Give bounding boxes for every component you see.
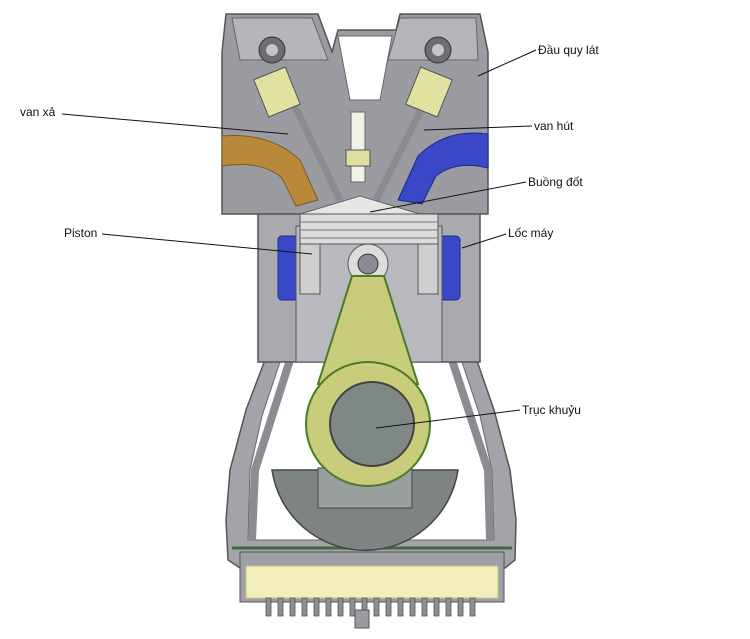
label-cylinder-head: Đầu quy lát <box>538 43 599 57</box>
annotations: Đầu quy lát van xả van hút Buồng đốt Pis… <box>20 43 599 429</box>
exhaust-valve-spring <box>253 66 301 118</box>
sump-fin <box>301 597 308 617</box>
oil-sump <box>239 551 505 629</box>
sump-fin <box>325 597 332 617</box>
sump-fin <box>265 597 272 617</box>
label-intake-valve: van hút <box>534 119 574 133</box>
drain-plug <box>354 609 370 629</box>
piston-skirt-right <box>417 243 439 295</box>
sump-fin <box>277 597 284 617</box>
label-engine-block: Lốc máy <box>508 226 553 240</box>
sump-fins <box>265 597 476 617</box>
crankcase-rib-right <box>448 358 494 541</box>
piston-crown <box>299 213 439 245</box>
label-crankshaft: Trục khuỷu <box>522 403 581 417</box>
sump-oil <box>245 565 499 599</box>
leader-combustion-chamber <box>369 181 527 213</box>
sump-fin <box>457 597 464 617</box>
sump-fin <box>337 597 344 617</box>
cylinder-head <box>221 13 489 215</box>
spark-plug <box>350 111 366 183</box>
intake-valve-stem <box>372 94 432 202</box>
sump-fin <box>373 597 380 617</box>
exhaust-valve-stem <box>286 94 344 202</box>
cam-cover-left <box>231 17 329 61</box>
sump-fin <box>289 597 296 617</box>
leader-intake-valve <box>423 125 533 131</box>
crankcase-rib-left <box>248 358 294 541</box>
label-combustion-chamber: Buồng đốt <box>528 175 583 189</box>
piston-assembly <box>299 213 439 295</box>
leader-crankshaft <box>375 409 521 429</box>
piston-skirt-left <box>299 243 321 295</box>
sump-fin <box>409 597 416 617</box>
wrist-pin <box>357 253 379 275</box>
leader-cylinder-head <box>477 49 537 77</box>
crankshaft-journal <box>329 381 415 467</box>
leader-piston <box>101 233 313 255</box>
spark-plug-nut <box>345 149 371 167</box>
water-jacket-left <box>277 235 299 301</box>
rod-beam <box>316 275 420 385</box>
intake-port <box>397 132 489 205</box>
label-exhaust-valve: van xả <box>20 105 56 119</box>
camshaft-left-hub <box>266 44 278 56</box>
leader-engine-block <box>461 233 507 249</box>
sump-fin <box>445 597 452 617</box>
spark-plug-well <box>337 35 393 101</box>
intake-valve-spring <box>405 66 453 118</box>
label-piston: Piston <box>64 226 97 240</box>
sump-fin <box>397 597 404 617</box>
sump-fin <box>385 597 392 617</box>
sump-fin <box>313 597 320 617</box>
leader-exhaust-valve <box>61 113 289 135</box>
water-jacket-right <box>439 235 461 301</box>
camshaft-right-hub <box>432 44 444 56</box>
exhaust-port <box>221 135 319 207</box>
sump-fin <box>349 597 356 617</box>
sump-fin <box>433 597 440 617</box>
sump-fin <box>469 597 476 617</box>
sump-fin <box>421 597 428 617</box>
